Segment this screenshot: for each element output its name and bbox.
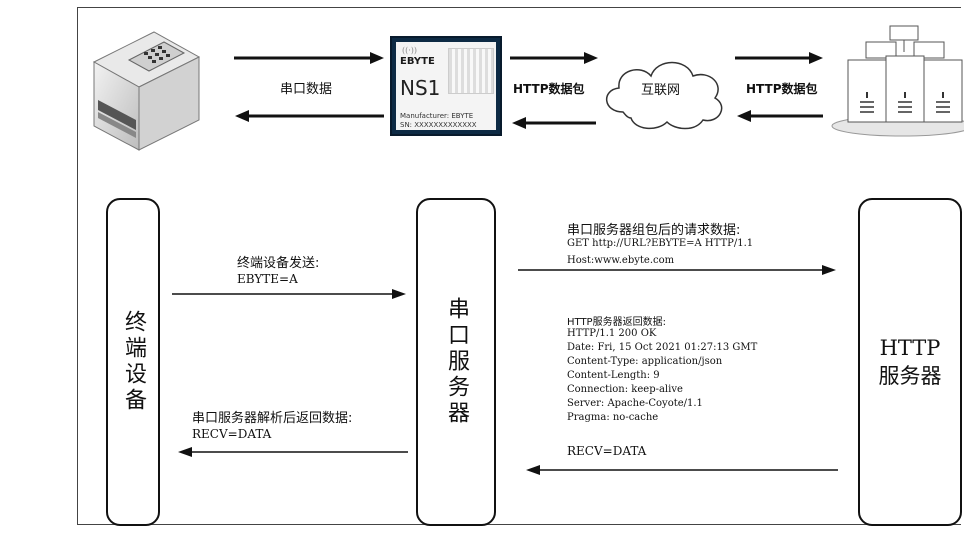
http-server-label: HTTP 服务器 [878,336,942,388]
http-right-arrows [735,52,823,122]
module-manufacturer: Manufacturer: EBYTE [400,112,474,120]
response-lines: HTTP/1.1 200 OK Date: Fri, 15 Oct 2021 0… [567,327,757,425]
printer-icon [92,31,201,151]
terminal-send-title: 终端设备发送: [237,256,320,271]
response-line: HTTP/1.1 200 OK [567,328,657,339]
module-brand: EBYTE [400,56,435,67]
server-icon [831,25,964,137]
http-packet-left-label: HTTP数据包 [513,82,585,96]
ns1-module: ((·)) EBYTE NS1 Manufacturer: EBYTE SN: … [390,36,502,136]
serial-data-arrows [234,52,384,122]
arrow-http-to-server [526,465,838,475]
serial-data-label: 串口数据 [280,82,333,97]
qr-code [448,48,494,94]
response-line: Content-Length: 9 [567,370,660,381]
reply-body: RECV=DATA [192,427,272,441]
response-line: Connection: keep-alive [567,384,683,395]
serial-server-pillar: 串口服务器 [416,198,496,526]
module-sn: SN: XXXXXXXXXXXXX [400,121,477,129]
arrow-server-to-terminal [178,447,408,457]
http-left-arrows [510,52,598,129]
request-line-1: GET http://URL?EBYTE=A HTTP/1.1 [567,238,754,249]
terminal-device-pillar: 终端设备 [106,198,160,526]
request-title: 串口服务器组包后的请求数据: [567,223,741,238]
serial-server-label: 串口服务器 [444,297,469,427]
http-packet-right-label: HTTP数据包 [746,82,818,96]
response-line: Content-Type: application/json [567,356,723,367]
terminal-device-label: 终端设备 [121,310,146,414]
cloud-label: 互联网 [641,83,681,98]
response-line: Pragma: no-cache [567,412,659,423]
diagram-frame [77,7,961,525]
module-model: NS1 [400,76,441,100]
request-line-2: Host:www.ebyte.com [567,255,675,266]
reply-title: 串口服务器解析后返回数据: [192,411,353,426]
http-server-pillar: HTTP 服务器 [858,198,962,526]
wifi-icon: ((·)) [402,46,418,55]
response-line: Date: Fri, 15 Oct 2021 01:27:13 GMT [567,342,758,353]
internet-cloud-icon [606,61,723,130]
arrow-server-to-http [518,265,836,275]
response-title: HTTP服务器返回数据: [567,317,666,328]
arrow-terminal-to-server [172,289,406,299]
response-line: Server: Apache-Coyote/1.1 [567,398,703,409]
recv-data-right: RECV=DATA [567,444,647,458]
terminal-send-body: EBYTE=A [237,272,298,286]
